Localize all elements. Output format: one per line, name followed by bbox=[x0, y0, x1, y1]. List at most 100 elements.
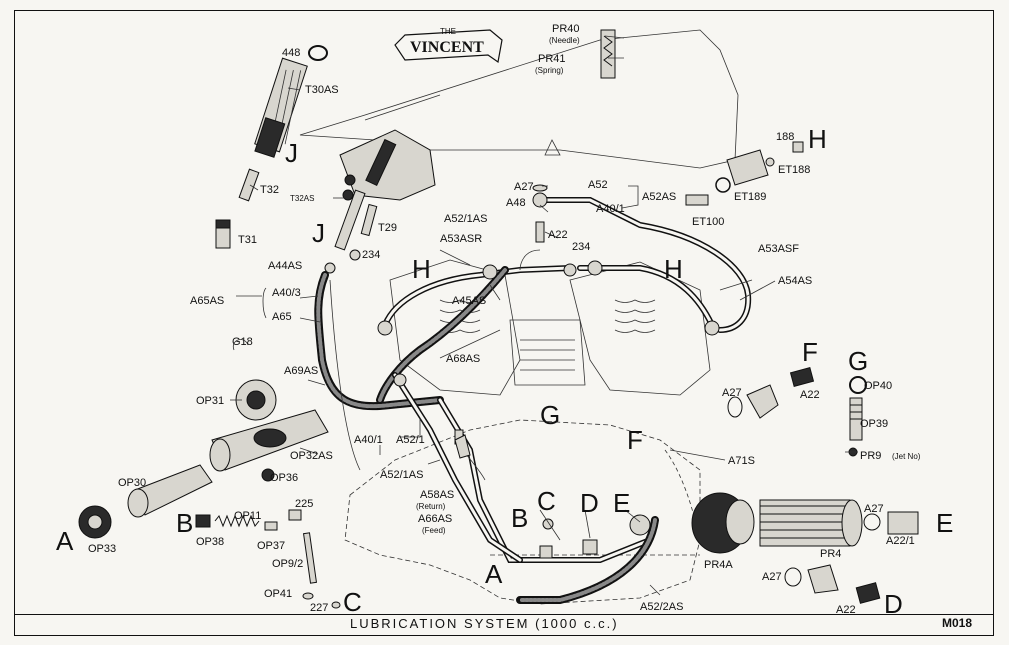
label-op11: OP11 bbox=[234, 510, 261, 522]
label-t30as: T30AS bbox=[305, 84, 339, 96]
label-op30: OP30 bbox=[118, 477, 146, 489]
label-a22-f: A22 bbox=[800, 389, 820, 401]
label-a27-e: A27 bbox=[864, 503, 884, 515]
label-pr4a: PR4A bbox=[704, 559, 733, 571]
drawing-number: M018 bbox=[942, 616, 973, 630]
label-a68as: A68AS bbox=[446, 353, 480, 365]
drawing-frame bbox=[14, 10, 994, 636]
label-return-note: (Return) bbox=[416, 502, 446, 511]
label-a45as: A45AS bbox=[452, 295, 486, 307]
view-letter-c-left: C bbox=[343, 587, 362, 617]
label-a52-1as: A52/1AS bbox=[380, 469, 423, 481]
label-a52-2as: A52/2AS bbox=[640, 601, 683, 613]
view-letter-f-right: F bbox=[802, 337, 818, 367]
label-234-left: 234 bbox=[362, 249, 380, 261]
t30as-filter bbox=[215, 45, 328, 249]
label-a66as: A66AS bbox=[418, 513, 452, 525]
label-a27-top: A27 bbox=[514, 181, 534, 193]
label-op31: OP31 bbox=[196, 395, 224, 407]
label-feed-note: (Feed) bbox=[422, 526, 446, 535]
view-letter-h-right: H bbox=[664, 254, 683, 284]
label-a53asr: A53ASR bbox=[440, 233, 482, 245]
label-a58as: A58AS bbox=[420, 489, 454, 501]
label-a48: A48 bbox=[506, 197, 526, 209]
label-a54as: A54AS bbox=[778, 275, 812, 287]
right-side-parts bbox=[454, 29, 919, 604]
label-pr4: PR4 bbox=[820, 548, 841, 560]
label-jet-note: (Jet No) bbox=[892, 452, 921, 461]
rocker-feed-pipes bbox=[382, 197, 752, 333]
label-pr40: PR40 bbox=[552, 23, 580, 35]
label-a27-d: A27 bbox=[762, 571, 782, 583]
view-letters: A B C A B C D E E D F F G G H H H J J bbox=[56, 124, 953, 619]
label-pr41: PR41 bbox=[538, 53, 566, 65]
label-op9-2: OP9/2 bbox=[272, 558, 303, 570]
label-t32: T32 bbox=[260, 184, 279, 196]
badge-pre-text: THE bbox=[440, 27, 456, 36]
label-a22-d: A22 bbox=[836, 604, 856, 616]
label-a65: A65 bbox=[272, 311, 292, 323]
label-a27-f: A27 bbox=[722, 387, 742, 399]
vincent-badge: THE VINCENT bbox=[394, 27, 503, 64]
label-a40-1-mid: A40/1 bbox=[354, 434, 383, 446]
label-a22-1: A22/1 bbox=[886, 535, 915, 547]
label-a52-1as-top: A52/1AS bbox=[444, 213, 487, 225]
label-et189: ET189 bbox=[734, 191, 766, 203]
label-a40-1-top: A40/1 bbox=[596, 203, 625, 215]
oil-pump-parts bbox=[78, 339, 341, 609]
label-a52: A52 bbox=[588, 179, 608, 191]
view-letter-b-left: B bbox=[176, 508, 193, 538]
label-227: 227 bbox=[310, 602, 328, 614]
view-letter-g-center: G bbox=[540, 400, 560, 430]
diagram-caption: LUBRICATION SYSTEM (1000 c.c.) bbox=[350, 616, 619, 631]
view-letter-d-center: D bbox=[580, 488, 599, 518]
label-a40-3: A40/3 bbox=[272, 287, 301, 299]
view-letter-h-left: H bbox=[412, 254, 431, 284]
label-op37: OP37 bbox=[257, 540, 285, 552]
label-448: 448 bbox=[282, 47, 300, 59]
view-letter-d-right: D bbox=[884, 589, 903, 619]
label-234-center: 234 bbox=[572, 241, 590, 253]
label-a53asf: A53ASF bbox=[758, 243, 799, 255]
label-t32as: T32AS bbox=[290, 194, 314, 203]
view-letter-c-center: C bbox=[537, 486, 556, 516]
top-left-filter-assembly bbox=[324, 129, 436, 274]
badge-brand-text: VINCENT bbox=[410, 39, 484, 56]
label-pr40-note: (Needle) bbox=[549, 36, 580, 45]
label-g18: G18 bbox=[232, 336, 253, 348]
label-188: 188 bbox=[776, 131, 794, 143]
label-op40: OP40 bbox=[864, 380, 892, 392]
label-pr9: PR9 bbox=[860, 450, 881, 462]
label-et188: ET188 bbox=[778, 164, 810, 176]
label-op33: OP33 bbox=[88, 543, 116, 555]
view-letter-f-center: F bbox=[627, 425, 643, 455]
view-letter-g-right: G bbox=[848, 346, 868, 376]
label-op41: OP41 bbox=[264, 588, 292, 600]
view-letter-e-right: E bbox=[936, 508, 953, 538]
part-labels: 448 T30AS T32 T32AS T31 T29 A44AS 234 A6… bbox=[88, 23, 921, 616]
label-pr41-note: (Spring) bbox=[535, 66, 564, 75]
label-a69as: A69AS bbox=[284, 365, 318, 377]
view-letter-b-center: B bbox=[511, 503, 528, 533]
view-letter-a-left: A bbox=[56, 526, 74, 556]
front-cylinder bbox=[569, 261, 711, 396]
leader-lines bbox=[230, 35, 858, 596]
view-letter-j-top: J bbox=[285, 138, 298, 168]
label-op36: OP36 bbox=[270, 472, 298, 484]
label-225: 225 bbox=[295, 498, 313, 510]
view-letter-e-center: E bbox=[613, 488, 630, 518]
label-a44as: A44AS bbox=[268, 260, 302, 272]
label-op39: OP39 bbox=[860, 418, 888, 430]
label-t29: T29 bbox=[378, 222, 397, 234]
label-a52as: A52AS bbox=[642, 191, 676, 203]
title-bar bbox=[14, 614, 994, 636]
crankcase-fins bbox=[509, 319, 586, 386]
label-a52-1: A52/1 bbox=[396, 434, 425, 446]
label-op38: OP38 bbox=[196, 536, 224, 548]
view-letter-j-mid: J bbox=[312, 218, 325, 248]
label-t31: T31 bbox=[238, 234, 257, 246]
crankcase-outline bbox=[344, 139, 701, 605]
label-a71s: A71S bbox=[728, 455, 755, 467]
